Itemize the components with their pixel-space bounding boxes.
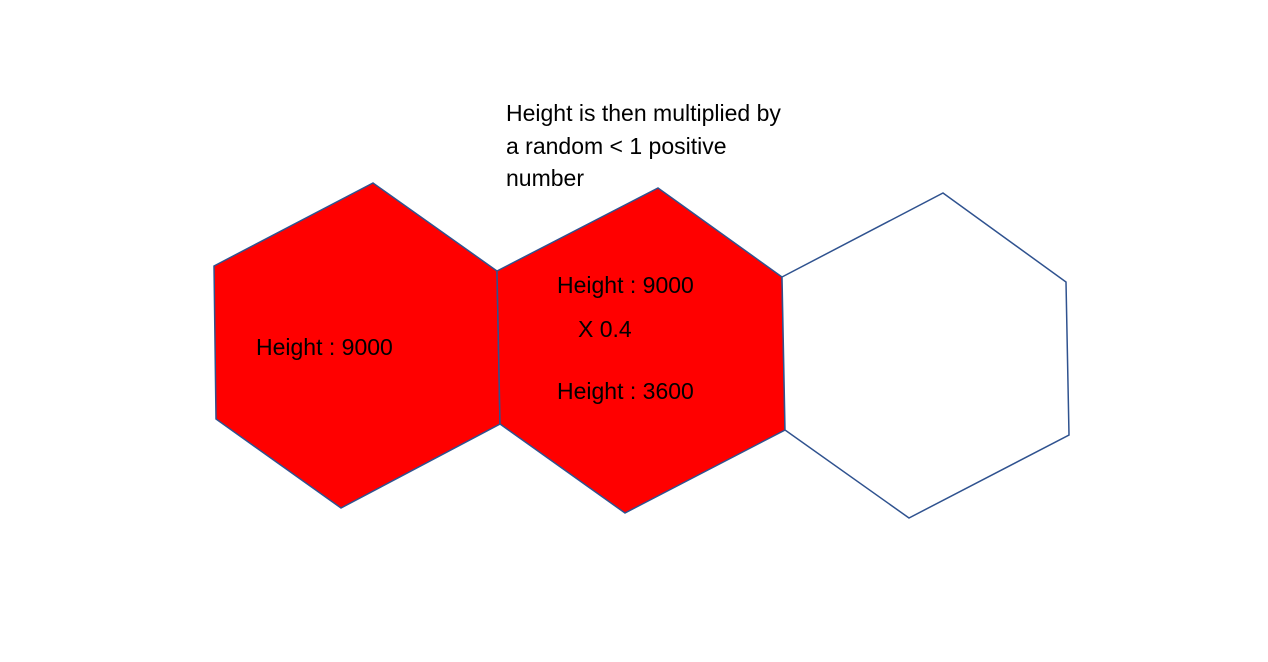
hexagon-1-height-label: Height : 9000 [256,334,393,360]
hexagon-2-result-height-label: Height : 3600 [557,378,694,404]
diagram-caption: Height is then multiplied by a random < … [506,97,836,195]
hexagon-2 [496,187,786,514]
caption-line-3: number [506,165,584,191]
hexagon-2-original-height-label: Height : 9000 [557,272,694,298]
hexagon-2-multiplier-label: X 0.4 [578,316,632,342]
hexagon-3 [781,192,1070,519]
caption-line-2: a random < 1 positive [506,132,727,159]
caption-line-1: Height is then multiplied by [506,100,781,126]
